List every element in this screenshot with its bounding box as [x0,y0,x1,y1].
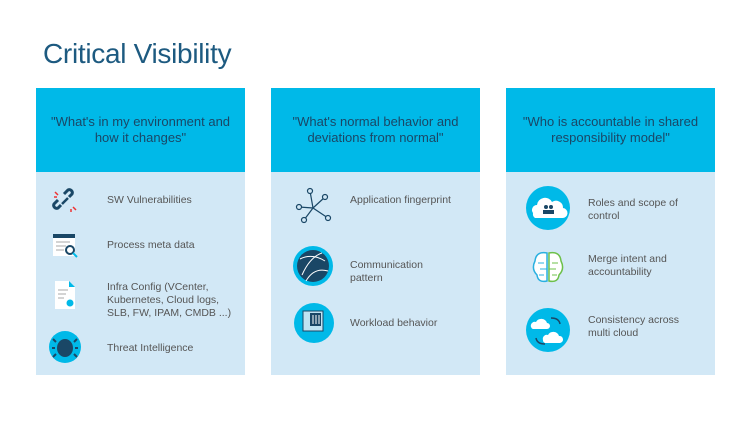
panel-behavior: "What's normal behavior and deviations f… [271,88,480,375]
broken-link-icon [48,184,82,218]
item-label: Roles and scope of control [588,197,678,222]
panel-environment: "What's in my environment and how it cha… [36,88,245,375]
brain-icon [528,247,568,287]
item-label: Workload behavior [350,317,438,329]
item-label: SW Vulnerabilities [107,194,192,206]
panel-accountability: "Who is accountable in shared responsibi… [506,88,715,375]
document-search-icon [48,228,82,262]
item-label: Threat Intelligence [107,342,194,354]
multi-cloud-icon [525,307,571,353]
document-gear-icon [48,278,82,312]
item-label: Infra Config (VCenter, Kubernetes, Cloud… [107,281,232,319]
cloud-users-icon [525,185,571,231]
page-title: Critical Visibility [43,38,232,69]
panel-header: "Who is accountable in shared responsibi… [506,88,715,172]
item-label: Process meta data [107,239,195,251]
item-label: Consistency across multi cloud [588,314,680,339]
item-label: Communication pattern [350,259,423,284]
panel-header: "What's in my environment and how it cha… [36,88,245,172]
panel-header: "What's normal behavior and deviations f… [271,88,480,172]
item-label: Application fingerprint [350,194,451,206]
item-label: Merge intent and accountability [588,253,667,278]
globe-network-icon [292,245,334,287]
bug-icon [48,330,82,364]
network-nodes-icon [293,186,333,226]
chip-icon [293,302,335,344]
